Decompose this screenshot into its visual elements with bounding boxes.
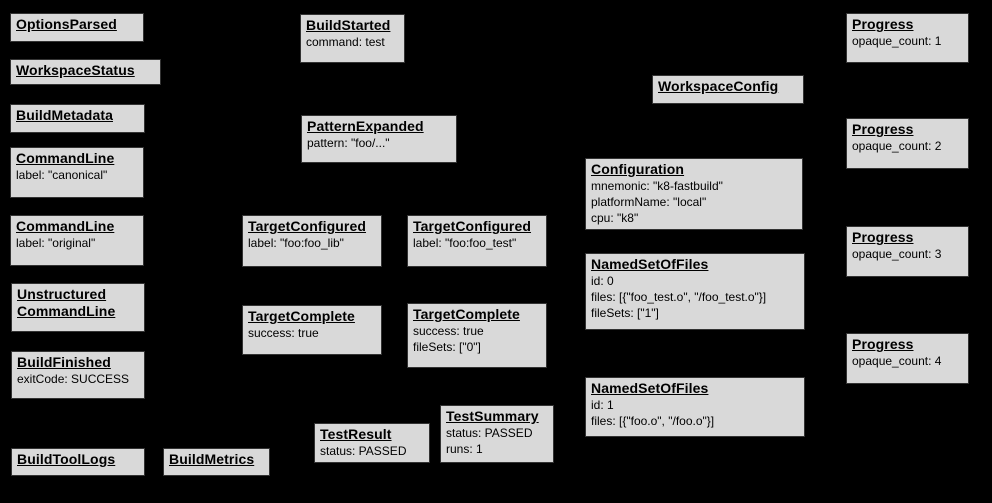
- node-target-configured-foo-lib: TargetConfigured label: "foo:foo_lib": [242, 215, 382, 267]
- event-node-title: CommandLine: [16, 150, 115, 166]
- node-pattern-expanded: PatternExpanded pattern: "foo/...": [301, 115, 457, 163]
- event-node-field: opaque_count: 4: [852, 354, 942, 368]
- node-build-finished: BuildFinished exitCode: SUCCESS: [11, 351, 145, 399]
- node-command-line-original: CommandLine label: "original": [10, 215, 144, 266]
- event-node-body: id: 1 files: [{"foo.o", "/foo.o"}]: [591, 397, 799, 429]
- node-options-parsed: OptionsParsed: [10, 13, 144, 42]
- event-node-title: Progress: [852, 16, 914, 32]
- node-progress-1: Progress opaque_count: 1: [846, 13, 969, 63]
- event-node-field: status: PASSED: [320, 444, 407, 458]
- event-node-title: BuildMetadata: [16, 107, 113, 123]
- event-node-body: label: "foo:foo_lib": [248, 235, 376, 251]
- event-node-field: platformName: "local": [591, 195, 707, 209]
- node-command-line-canonical: CommandLine label: "canonical": [10, 147, 144, 198]
- event-node-title: BuildMetrics: [169, 451, 255, 467]
- event-node-field: opaque_count: 2: [852, 139, 942, 153]
- event-node-body: label: "foo:foo_test": [413, 235, 541, 251]
- event-node-body: opaque_count: 4: [852, 353, 963, 369]
- event-node-field: mnemonic: "k8-fastbuild": [591, 179, 723, 193]
- event-node-body: status: PASSED runs: 1: [446, 425, 548, 457]
- node-named-set-of-files-0: NamedSetOfFiles id: 0 files: [{"foo_test.…: [585, 253, 805, 330]
- event-node-title: TargetConfigured: [413, 218, 532, 234]
- event-node-body: opaque_count: 1: [852, 33, 963, 49]
- node-target-complete-foo-lib: TargetComplete success: true: [242, 305, 382, 355]
- event-node-field: success: true: [248, 326, 319, 340]
- node-workspace-config: WorkspaceConfig: [652, 75, 804, 104]
- event-node-body: status: PASSED: [320, 443, 424, 459]
- event-node-title: CommandLine: [16, 218, 115, 234]
- event-node-field: id: 1: [591, 398, 614, 412]
- event-node-title: OptionsParsed: [16, 16, 117, 32]
- event-node-body: command: test: [306, 34, 399, 50]
- event-node-body: success: true fileSets: ["0"]: [413, 323, 541, 355]
- event-node-field: fileSets: ["0"]: [413, 340, 481, 354]
- event-node-field: opaque_count: 3: [852, 247, 942, 261]
- event-node-title: TargetConfigured: [248, 218, 367, 234]
- node-progress-3: Progress opaque_count: 3: [846, 226, 969, 277]
- event-node-title: WorkspaceConfig: [658, 78, 779, 94]
- event-node-title: TestResult: [320, 426, 392, 442]
- event-node-title: Unstructured CommandLine: [17, 286, 116, 319]
- event-node-title: PatternExpanded: [307, 118, 424, 134]
- event-node-title: NamedSetOfFiles: [591, 380, 709, 396]
- event-node-title: Configuration: [591, 161, 685, 177]
- node-test-summary: TestSummary status: PASSED runs: 1: [440, 405, 554, 463]
- node-configuration: Configuration mnemonic: "k8-fastbuild" pl…: [585, 158, 803, 230]
- event-node-field: status: PASSED: [446, 426, 533, 440]
- event-node-title: Progress: [852, 121, 914, 137]
- node-progress-4: Progress opaque_count: 4: [846, 333, 969, 384]
- event-node-title: BuildFinished: [17, 354, 111, 370]
- event-node-field: label: "original": [16, 236, 96, 250]
- node-progress-2: Progress opaque_count: 2: [846, 118, 969, 169]
- node-test-result: TestResult status: PASSED: [314, 423, 430, 463]
- event-node-title: BuildStarted: [306, 17, 391, 33]
- node-build-started: BuildStarted command: test: [300, 14, 405, 63]
- event-node-title: BuildToolLogs: [17, 451, 116, 467]
- event-node-title: TargetComplete: [413, 306, 520, 322]
- event-node-field: pattern: "foo/...": [307, 136, 390, 150]
- event-node-field: id: 0: [591, 274, 614, 288]
- event-node-title: Progress: [852, 229, 914, 245]
- event-node-field: label: "foo:foo_test": [413, 236, 517, 250]
- event-node-body: label: "canonical": [16, 167, 138, 183]
- event-node-body: success: true: [248, 325, 376, 341]
- event-node-title: NamedSetOfFiles: [591, 256, 709, 272]
- event-node-field: exitCode: SUCCESS: [17, 372, 130, 386]
- node-target-complete-foo-test: TargetComplete success: true fileSets: ["…: [407, 303, 547, 368]
- event-node-field: success: true: [413, 324, 484, 338]
- event-node-field: opaque_count: 1: [852, 34, 942, 48]
- event-node-field: command: test: [306, 35, 385, 49]
- event-node-body: pattern: "foo/...": [307, 135, 451, 151]
- node-unstructured-command-line: Unstructured CommandLine: [11, 283, 145, 332]
- node-named-set-of-files-1: NamedSetOfFiles id: 1 files: [{"foo.o", "…: [585, 377, 805, 437]
- event-node-body: exitCode: SUCCESS: [17, 371, 139, 387]
- event-node-title: TargetComplete: [248, 308, 355, 324]
- event-node-title: Progress: [852, 336, 914, 352]
- node-target-configured-foo-test: TargetConfigured label: "foo:foo_test": [407, 215, 547, 267]
- event-node-title: WorkspaceStatus: [16, 62, 135, 78]
- event-node-title: TestSummary: [446, 408, 539, 424]
- event-node-body: mnemonic: "k8-fastbuild" platformName: "l…: [591, 178, 797, 226]
- event-node-field: label: "canonical": [16, 168, 108, 182]
- event-node-field: files: [{"foo_test.o", "/foo_test.o"}]: [591, 290, 767, 304]
- event-node-body: opaque_count: 3: [852, 246, 963, 262]
- event-node-field: files: [{"foo.o", "/foo.o"}]: [591, 414, 715, 428]
- event-node-body: label: "original": [16, 235, 138, 251]
- event-node-field: cpu: "k8": [591, 211, 639, 225]
- event-node-field: fileSets: ["1"]: [591, 306, 659, 320]
- event-node-body: opaque_count: 2: [852, 138, 963, 154]
- event-node-field: label: "foo:foo_lib": [248, 236, 344, 250]
- node-build-metrics: BuildMetrics: [163, 448, 270, 476]
- node-build-metadata: BuildMetadata: [10, 104, 145, 133]
- node-workspace-status: WorkspaceStatus: [10, 59, 161, 85]
- event-node-body: id: 0 files: [{"foo_test.o", "/foo_test.o…: [591, 273, 799, 321]
- node-build-tool-logs: BuildToolLogs: [11, 448, 145, 476]
- event-node-field: runs: 1: [446, 442, 483, 456]
